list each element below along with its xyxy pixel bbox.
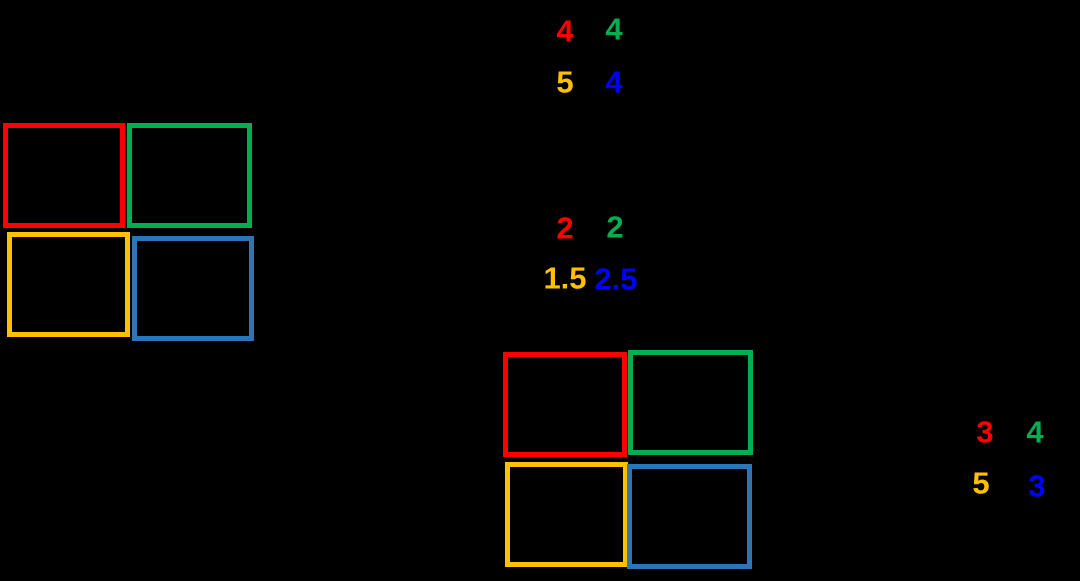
value-gold: 5: [972, 465, 990, 501]
value-green: 2: [606, 209, 624, 245]
square-gold: [7, 232, 130, 337]
value-blue: 4: [605, 64, 623, 100]
value-gold: 5: [556, 64, 574, 100]
square-green: [628, 350, 753, 455]
square-red: [503, 352, 627, 457]
square-green: [127, 123, 252, 228]
value-red: 3: [976, 414, 994, 450]
value-green: 4: [605, 11, 623, 47]
square-blue: [627, 464, 752, 569]
value-gold: 1.5: [543, 260, 587, 296]
square-red: [3, 123, 125, 228]
value-blue: 3: [1028, 468, 1046, 504]
square-gold: [505, 462, 628, 567]
value-red: 4: [556, 13, 574, 49]
value-blue: 2.5: [594, 261, 638, 297]
value-red: 2: [556, 210, 574, 246]
square-blue: [132, 236, 254, 341]
value-green: 4: [1026, 414, 1044, 450]
